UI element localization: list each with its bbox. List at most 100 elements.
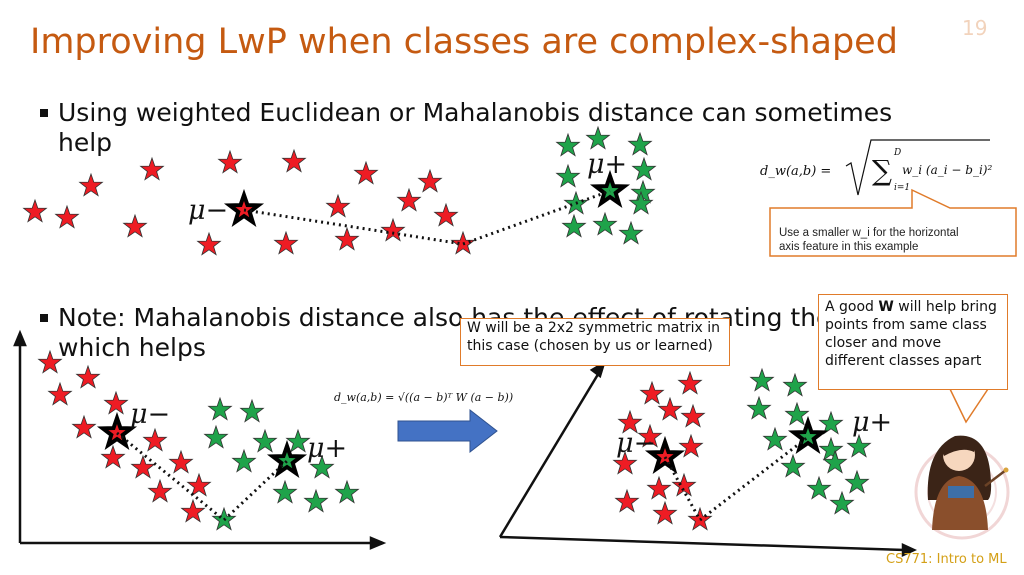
mu-plus-label-right: μ+ <box>852 407 892 438</box>
negative-class-point <box>123 214 147 238</box>
positive-class-point <box>783 373 807 397</box>
sqrt-sign <box>845 139 990 196</box>
positive-class-point <box>763 427 787 451</box>
negative-class-point <box>38 350 62 374</box>
negative-class-point <box>354 161 378 185</box>
negative-class-point <box>679 434 703 458</box>
distance-line-right-plus <box>699 435 809 522</box>
slide-title: Improving LwP when classes are complex-s… <box>30 22 898 62</box>
negative-class-point <box>681 404 705 428</box>
negative-class-point <box>218 150 242 174</box>
distance-line-left-plus <box>222 459 289 522</box>
bullet-2: Note: Mahalanobis distance also has the … <box>40 303 897 363</box>
negative-class-point <box>23 199 47 223</box>
bullet-marker <box>40 314 48 322</box>
negative-class-point <box>48 382 72 406</box>
positive-class-point <box>556 133 580 157</box>
w-matrix-callout-text: W will be a 2x2 symmetric matrix in this… <box>467 320 720 354</box>
mu-minus-prototype-star <box>227 193 261 225</box>
positive-class-point <box>593 212 617 236</box>
positive-class-point <box>586 126 610 150</box>
good-w-callout-prefix: A good <box>825 299 879 315</box>
good-w-callout-bold: W <box>878 299 894 315</box>
negative-class-point <box>104 391 128 415</box>
mu-plus-prototype-star <box>593 174 627 206</box>
negative-class-point <box>397 188 421 212</box>
bullet-2-line-2: which helps <box>58 333 206 362</box>
positive-class-point <box>628 132 652 156</box>
positive-class-point <box>619 221 643 245</box>
negative-class-point <box>79 173 103 197</box>
left-axes <box>13 329 387 550</box>
negative-class-point <box>169 450 193 474</box>
distance-line-left-minus <box>116 431 225 522</box>
positive-class-point <box>781 454 805 478</box>
negative-class-point <box>335 227 359 251</box>
negative-class-point <box>274 231 298 255</box>
positive-class-point <box>562 214 586 238</box>
positive-class-point <box>335 480 359 504</box>
mu-plus-label-left: μ+ <box>307 433 347 464</box>
negative-class-point <box>640 381 664 405</box>
negative-class-point <box>282 149 306 173</box>
smaller-w-callout-line-2: axis feature in this example <box>779 241 918 253</box>
footer-course: CS771: Intro to ML <box>886 552 1007 567</box>
mu-minus-label-top: μ− <box>188 195 228 226</box>
good-w-callout-suffix: will help bring points from same class c… <box>825 299 997 369</box>
mu-plus-label-top: μ+ <box>587 149 627 180</box>
negative-class-point <box>678 371 702 395</box>
negative-class-point <box>653 501 677 525</box>
distance-lines <box>116 189 809 522</box>
bullet-1-line-2: help <box>58 128 113 157</box>
positive-class-point <box>556 164 580 188</box>
sum-sign: ∑ <box>872 154 892 187</box>
positive-class-point <box>807 476 831 500</box>
positive-class-point <box>304 489 328 513</box>
positive-class-point <box>240 399 264 423</box>
bullet-marker <box>40 109 48 117</box>
transform-arrow <box>397 408 498 454</box>
weighted-formula-lhs: d_w(a,b) = <box>760 164 831 179</box>
mu-labels: μ− μ+ μ− μ+ μ− μ+ <box>130 149 892 464</box>
weighted-formula-body: w_i (a_i − b_i)² <box>902 163 992 177</box>
mu-minus-label-left: μ− <box>130 399 170 430</box>
positive-class-point <box>830 491 854 515</box>
weighted-distance-formula: d_w(a,b) = ∑ D i=1 w_i (a_i − b_i)² <box>760 139 992 196</box>
negative-class-point <box>187 473 211 497</box>
positive-class-point <box>785 402 809 426</box>
mu-minus-label-right: μ− <box>616 428 656 459</box>
negative-class-point <box>197 232 221 256</box>
negative-class-point <box>181 499 205 523</box>
negative-class-point <box>76 365 100 389</box>
negative-class-point <box>72 415 96 439</box>
negative-class-point <box>143 428 167 452</box>
smaller-w-callout-line-1: Use a smaller w_i for the horizontal <box>779 227 959 239</box>
negative-class-point <box>658 397 682 421</box>
good-w-callout: A good W will help bring points from sam… <box>818 294 1008 390</box>
right-axes <box>498 360 918 557</box>
positive-class-point <box>819 437 843 461</box>
negative-class-point <box>434 203 458 227</box>
page-number: 19 <box>962 16 988 40</box>
negative-class-point <box>418 169 442 193</box>
negative-class-point <box>381 218 405 242</box>
positive-class-point <box>273 480 297 504</box>
negative-class-point <box>140 157 164 181</box>
positive-class-point <box>253 429 277 453</box>
negative-class-point <box>148 479 172 503</box>
sum-top: D <box>893 148 901 158</box>
positive-class-point <box>632 157 656 181</box>
bullet-1-line-1: Using weighted Euclidean or Mahalanobis … <box>58 98 893 127</box>
mu-plus-prototype-star <box>791 420 825 452</box>
data-points <box>23 126 871 531</box>
negative-class-point <box>647 476 671 500</box>
sum-bottom: i=1 <box>894 183 910 193</box>
distance-line-top-minus <box>243 208 464 246</box>
positive-class-point <box>208 397 232 421</box>
negative-class-point <box>672 473 696 497</box>
negative-class-point <box>615 489 639 513</box>
w-matrix-callout: W will be a 2x2 symmetric matrix in this… <box>460 318 730 366</box>
positive-class-point <box>847 434 871 458</box>
